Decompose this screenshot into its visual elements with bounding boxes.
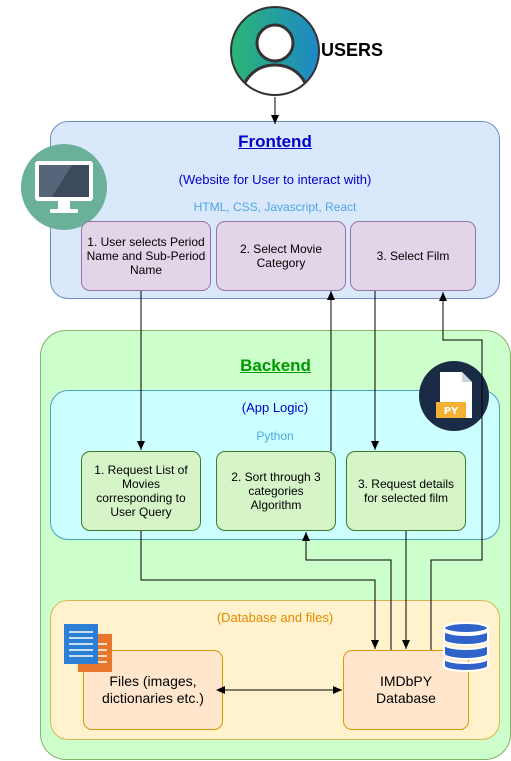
backend-title: Backend — [240, 356, 311, 375]
monitor-icon — [21, 144, 107, 230]
app-logic-subtitle: (App Logic) — [241, 400, 309, 415]
backend-step-sort-algorithm: 2. Sort through 3 categories Algorithm — [216, 451, 336, 531]
backend-step-request-details: 3. Request details for selected film — [346, 451, 466, 531]
database-subtitle: (Database and files) — [216, 610, 334, 625]
python-badge-text: PY — [444, 406, 459, 417]
frontend-subtitle: (Website for User to interact with) — [178, 172, 372, 187]
frontend-tech: HTML, CSS, Javascript, React — [193, 200, 357, 214]
user-icon — [230, 6, 320, 96]
database-icon — [443, 622, 489, 672]
python-badge: PY — [418, 360, 490, 432]
monitor-badge — [20, 143, 108, 231]
frontend-title: Frontend — [238, 132, 312, 151]
app-logic-tech: Python — [256, 429, 294, 443]
users-label: USERS — [321, 40, 384, 60]
python-file-icon: PY — [419, 361, 489, 431]
frontend-step-select-period: 1. User selects Period Name and Sub-Peri… — [81, 221, 211, 291]
backend-step-request-list: 1. Request List of Movies corresponding … — [81, 451, 201, 531]
frontend-step-select-category: 2. Select Movie Category — [216, 221, 346, 291]
users-avatar — [229, 5, 321, 97]
database-badge — [442, 620, 490, 672]
documents-badge — [62, 622, 116, 672]
frontend-step-select-film: 3. Select Film — [350, 221, 476, 291]
documents-icon — [64, 624, 112, 672]
